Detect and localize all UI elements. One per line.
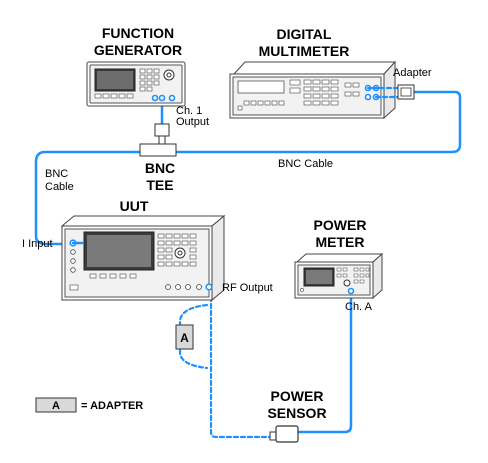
power-meter-title-line2: METER	[316, 234, 365, 250]
bnc-cable-tee-to-uut	[34, 150, 142, 246]
dmm-title-line2: MULTIMETER	[259, 43, 350, 59]
legend-text: = ADAPTER	[81, 400, 143, 412]
ch-a-label: Ch. A	[345, 301, 373, 313]
power-meter: POWER METER	[294, 217, 384, 300]
uut-rf-output-port	[205, 283, 213, 291]
power-sensor-label-line2: SENSOR	[267, 405, 326, 421]
rf-adapter-box: A	[175, 324, 194, 350]
power-sensor-label-line1: POWER	[271, 388, 324, 404]
function-generator-title-line1: FUNCTION	[102, 25, 174, 41]
bnc-cable-dmm-to-tee	[174, 90, 462, 154]
bnc-tee-label-line2: TEE	[146, 177, 173, 193]
rf-output-label: RF Output	[222, 282, 273, 294]
function-generator: FUNCTION GENERATOR	[86, 25, 186, 107]
legend-letter: A	[52, 400, 60, 412]
ch1-output-label-line1: Ch. 1	[176, 105, 202, 117]
bnc-cable-label-left-line2: Cable	[45, 181, 74, 193]
legend: A = ADAPTER	[35, 397, 143, 413]
bnc-cable-label-right: BNC Cable	[278, 158, 333, 170]
bnc-tee: BNC TEE	[139, 123, 177, 193]
power-sensor-cable	[296, 293, 353, 434]
function-generator-title-line2: GENERATOR	[94, 42, 182, 58]
bnc-cable-label-left-line1: BNC	[45, 168, 68, 180]
power-sensor: POWER SENSOR	[267, 388, 327, 443]
digital-multimeter: DIGITAL MULTIMETER	[229, 26, 400, 120]
bnc-tee-label-line1: BNC	[145, 160, 175, 176]
rf-output-dashed-cable	[209, 281, 272, 439]
adapter-box-letter: A	[180, 331, 189, 345]
uut-title: UUT	[120, 198, 149, 214]
legend-box	[35, 397, 77, 413]
power-meter-ch-a-port	[347, 287, 355, 295]
power-meter-title-line1: POWER	[314, 217, 367, 233]
dmm-title-line1: DIGITAL	[277, 26, 332, 42]
i-input-label: I Input	[22, 238, 53, 250]
uut-instrument: UUT	[60, 198, 226, 302]
adapter-label-top: Adapter	[393, 67, 432, 79]
ch1-output-label-line2: Output	[176, 116, 209, 128]
dmm-adapter: Adapter	[393, 67, 432, 100]
